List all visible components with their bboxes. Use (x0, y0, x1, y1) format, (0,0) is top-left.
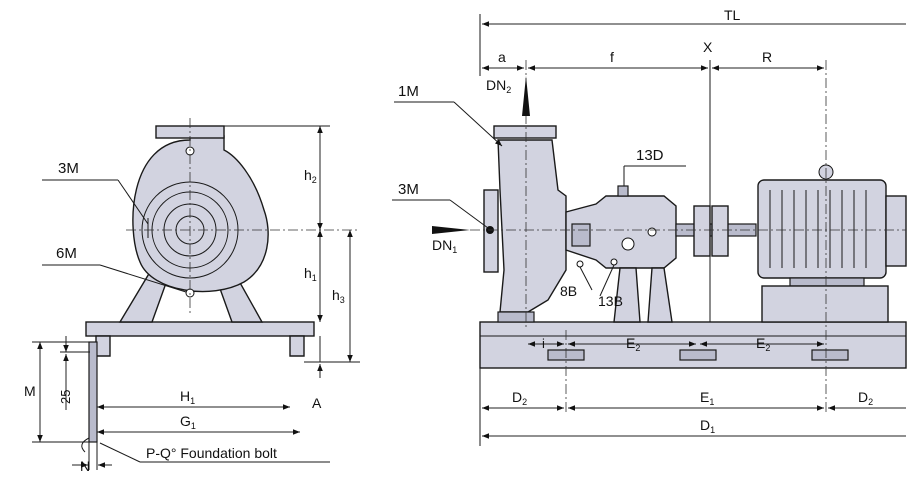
coupling-right (711, 205, 729, 257)
label-13b: 13B (598, 293, 623, 309)
label-dn1: DN1 (432, 237, 457, 255)
label-g1: G1 (180, 413, 196, 431)
leader-1m (453, 101, 503, 147)
casing-foot (497, 311, 535, 323)
bearing-support (613, 267, 641, 323)
label-h1: h1 (304, 265, 317, 283)
volute-casing (132, 135, 269, 293)
label-h1-width: H1 (180, 388, 195, 406)
label-25: 25 (58, 390, 73, 404)
label-h2: h2 (304, 167, 317, 185)
label-tl: TL (724, 7, 741, 23)
front-base-foot-left (95, 335, 111, 357)
label-6m: 6M (56, 245, 77, 262)
motor-body (757, 179, 887, 279)
front-view: 3M 6M h2 h1 h3 A M 25 H1 G1 (24, 118, 360, 474)
label-m: M (24, 383, 36, 399)
label-x: X (703, 39, 713, 55)
dn1-arrow-icon (432, 226, 470, 234)
label-r: R (762, 49, 772, 65)
label-3m-front: 3M (58, 160, 79, 177)
leader-6m (99, 264, 187, 293)
label-e2-left: E2 (626, 335, 640, 353)
plug-13b-icon (610, 258, 618, 266)
label-a-side: a (498, 49, 506, 65)
label-h3: h3 (332, 287, 345, 305)
label-13d: 13D (636, 147, 664, 164)
plug-8b-icon (576, 260, 584, 268)
bearing-housing (565, 195, 677, 269)
label-e1: E1 (700, 389, 714, 407)
leader-3m-side (449, 199, 489, 229)
bearing-support-2 (647, 267, 673, 323)
motor-fins (769, 190, 867, 268)
foundation-bolt-shape (88, 341, 98, 443)
dn2-arrow-icon (522, 76, 530, 116)
leader-3m-front (117, 179, 149, 225)
oil-plug-icon (647, 227, 657, 237)
gland (571, 223, 591, 247)
pad-3 (811, 349, 849, 361)
leader-8b (579, 266, 593, 291)
coupling-left (693, 205, 711, 257)
label-1m: 1M (398, 83, 419, 100)
sight-glass-icon (621, 237, 635, 251)
label-3m-side: 3M (398, 181, 419, 198)
label-e2-right: E2 (756, 335, 770, 353)
leader-13b (599, 264, 615, 297)
motor-feet (789, 277, 865, 287)
front-base-plate (85, 321, 315, 337)
leader-bolt (99, 442, 141, 463)
foundation-bolt-hook (81, 437, 90, 453)
label-d2-left: D2 (512, 389, 527, 407)
side-pump-casing (497, 139, 567, 313)
label-a: A (312, 395, 322, 411)
label-n: N (80, 458, 90, 474)
motor-base (761, 285, 889, 323)
label-8b: 8B (560, 283, 577, 299)
label-foundation-bolt: P-Q° Foundation bolt (146, 445, 277, 461)
front-base-foot-right (289, 335, 305, 357)
side-discharge-flange (493, 125, 557, 139)
side-view: TL a f R X DN2 DN1 1M 3M 13D 8B 13B (392, 7, 907, 446)
motor-fan-cover (885, 195, 907, 267)
plug-13d-shape (617, 185, 629, 197)
label-i: i (542, 336, 545, 351)
label-d1: D1 (700, 417, 715, 435)
label-d2-right: D2 (858, 389, 873, 407)
label-dn2: DN2 (486, 77, 511, 95)
label-f: f (610, 49, 614, 65)
pad-2 (679, 349, 717, 361)
